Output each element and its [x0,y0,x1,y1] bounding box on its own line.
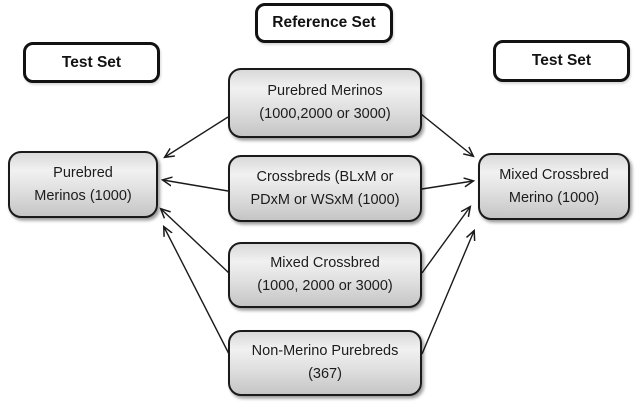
arrow-mixed-ref-to-test-left [161,209,231,275]
arrow-nonmerino-to-test-left [164,227,230,355]
node-line: Merinos (1000) [34,187,132,204]
node-purebred-merinos-reference: Purebred Merinos (1000,2000 or 3000) [228,68,422,138]
node-line: Crossbreds (BLxM or [256,168,394,185]
test-set-left-label: Test Set [23,42,160,83]
arrow-mixed-ref-to-test-right [421,207,470,274]
node-line: (1000,2000 or 3000) [259,106,391,122]
node-line: Purebred [53,164,113,181]
node-purebred-merinos-test: Purebred Merinos (1000) [8,151,158,218]
test-set-left-label-text: Test Set [61,53,122,71]
node-mixed-crossbred-merino-test: Mixed Crossbred Merino (1000) [478,153,630,220]
node-line: (1000, 2000 or 3000) [257,278,393,294]
arrow-crossbreds-to-test-right [421,181,473,190]
node-mixed-crossbred-reference: Mixed Crossbred (1000, 2000 or 3000) [228,242,422,308]
test-set-right-label: Test Set [493,40,630,82]
test-set-right-label-text: Test Set [531,52,592,69]
node-line: Non-Merino Purebreds [251,343,399,359]
reference-set-label-text: Reference Set [272,14,376,31]
node-non-merino-purebreds-reference: Non-Merino Purebreds (367) [228,330,422,396]
reference-set-label: Reference Set [255,3,393,43]
node-line: Purebred Merinos [267,83,383,99]
arrow-purebred-ref-to-test-left [165,116,229,157]
node-line: PDxM or WSxM (1000) [250,191,400,208]
arrow-crossbreds-to-test-left [163,180,229,192]
node-line: Mixed Crossbred [270,255,380,271]
arrow-nonmerino-to-test-right [421,231,474,355]
node-line: (367) [308,366,342,382]
arrow-purebred-ref-to-test-right [420,113,473,156]
node-line: Merino (1000) [508,189,600,206]
node-line: Mixed Crossbred [499,166,609,183]
node-crossbreds-reference: Crossbreds (BLxM or PDxM or WSxM (1000) [228,155,422,222]
